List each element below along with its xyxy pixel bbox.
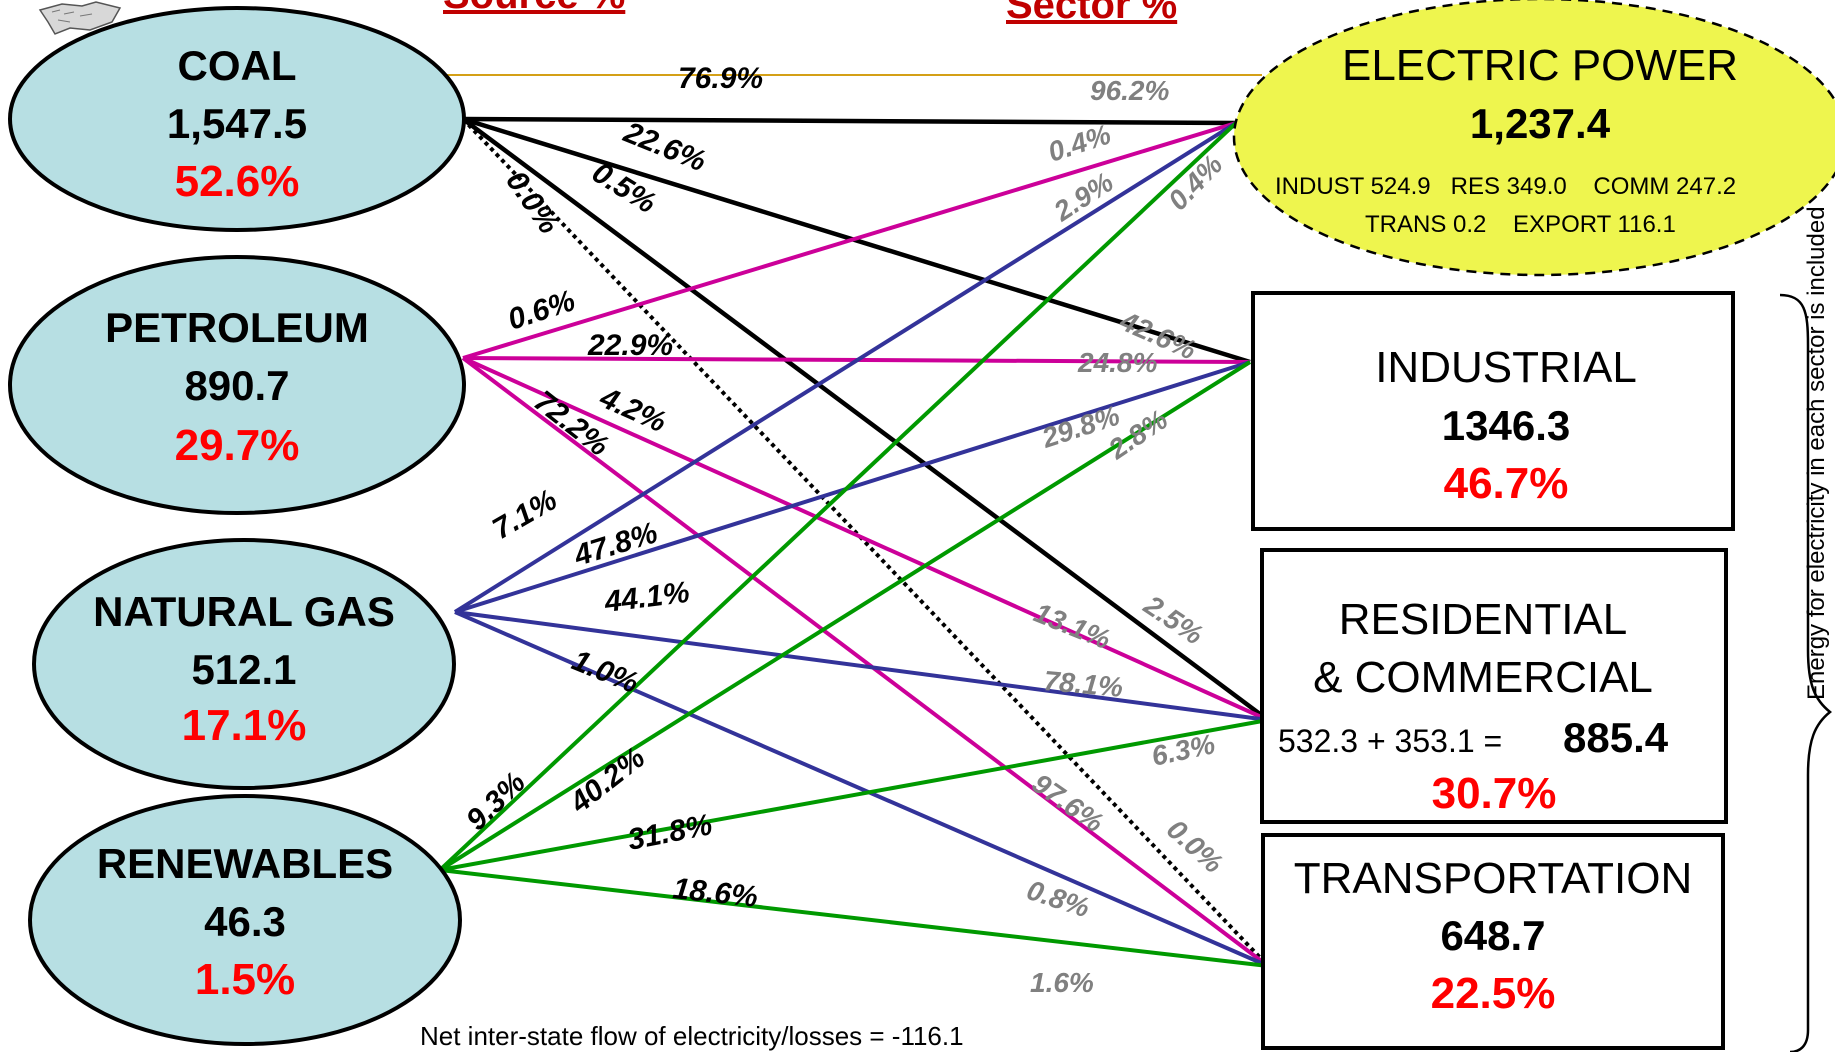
sector-percent: 30.7% <box>1432 769 1557 818</box>
flow-label-coal-transportation-dst: 0.0% <box>1161 813 1229 879</box>
coal-to-residential-line <box>461 117 1270 722</box>
sector-electric-power: ELECTRIC POWER 1,237.4 INDUST 524.9 RES … <box>1232 0 1835 277</box>
gas-to-industrial-line <box>454 360 1251 614</box>
petroleum-to-transportation-line <box>461 356 1270 968</box>
sector-name: TRANSPORTATION <box>1294 854 1692 903</box>
flow-label-coal-electric-src: 76.9% <box>678 62 763 95</box>
coal-to-industrial-line <box>462 116 1251 365</box>
renewables-to-residential-line <box>439 718 1269 872</box>
flow-label-coal-transportation-src: 0.0% <box>499 165 565 240</box>
sector-name-line-1: RESIDENTIAL <box>1339 595 1628 644</box>
flow-label-gas-residential-dst: 78.1% <box>1042 665 1124 703</box>
sector-name: INDUSTRIAL <box>1375 343 1637 392</box>
sector-percent-header: Sector % <box>1006 0 1177 27</box>
source-percent-header: Source % <box>443 0 625 17</box>
source-percent-labels: 76.9% 22.6% 0.5% 0.0% 0.6% 22.9% 4.2% 72… <box>460 62 763 914</box>
flow-label-petroleum-electric-src: 0.6% <box>504 284 579 337</box>
sector-industrial: INDUSTRIAL 1346.3 46.7% <box>1251 291 1735 531</box>
flow-label-renewables-residential-src: 31.8% <box>625 808 715 857</box>
source-coal: COAL 1,547.5 52.6% <box>8 6 466 232</box>
source-name: COAL <box>178 42 297 89</box>
flow-label-gas-transportation-dst: 0.8% <box>1023 874 1093 923</box>
flow-label-renewables-industrial-src: 40.2% <box>563 741 651 820</box>
flow-label-gas-transportation-src: 1.0% <box>567 644 643 700</box>
flow-label-petroleum-transportation-dst: 97.6% <box>1027 768 1110 839</box>
renewables-to-electric-line <box>438 121 1238 872</box>
coal-to-electric-line <box>462 116 1237 126</box>
sector-residential-commercial: RESIDENTIAL & COMMERCIAL 532.3 + 353.1 =… <box>1260 548 1728 824</box>
flow-label-gas-electric-src: 7.1% <box>487 483 563 546</box>
source-renewables: RENEWABLES 46.3 1.5% <box>28 794 462 1046</box>
renewables-to-transportation-line <box>439 868 1269 968</box>
sector-name-line-2: & COMMERCIAL <box>1313 653 1653 702</box>
source-value: 890.7 <box>184 362 289 409</box>
petroleum-to-electric-line <box>462 121 1237 360</box>
sector-value: 1346.3 <box>1442 402 1570 449</box>
flow-label-coal-residential-src: 0.5% <box>586 156 661 220</box>
electric-detail-line-1: INDUST 524.9 RES 349.0 COMM 247.2 <box>1275 173 1736 200</box>
source-value: 46.3 <box>204 898 286 945</box>
source-value: 1,547.5 <box>167 100 307 147</box>
source-value: 512.1 <box>191 646 296 693</box>
electric-detail-line-2: TRANS 0.2 EXPORT 116.1 <box>1365 211 1676 238</box>
flow-label-petroleum-industrial-src: 22.9% <box>587 329 673 362</box>
sector-value: 648.7 <box>1440 912 1545 959</box>
source-percent: 52.6% <box>175 157 300 206</box>
flow-label-gas-industrial-src: 47.8% <box>569 516 661 573</box>
flow-label-petroleum-industrial-dst: 24.8% <box>1077 347 1157 378</box>
source-name: PETROLEUM <box>105 304 369 351</box>
flow-label-petroleum-residential-dst: 13.1% <box>1030 597 1115 656</box>
flow-label-renewables-residential-dst: 6.3% <box>1149 728 1218 772</box>
source-name: RENEWABLES <box>97 840 393 887</box>
source-natural-gas: NATURAL GAS 512.1 17.1% <box>32 538 456 790</box>
sector-brace <box>1779 293 1832 1052</box>
source-name: NATURAL GAS <box>93 588 395 635</box>
source-percent: 29.7% <box>175 421 300 470</box>
side-note: Energy for electricity in each sector is… <box>1803 206 1830 700</box>
sector-name: ELECTRIC POWER <box>1342 41 1738 90</box>
source-percent: 17.1% <box>182 701 307 750</box>
renewables-to-industrial-line <box>438 360 1252 872</box>
petroleum-to-residential-line <box>462 356 1269 722</box>
flow-label-renewables-electric-src: 9.3% <box>460 766 532 837</box>
flow-label-petroleum-electric-dst: 0.4% <box>1044 118 1114 167</box>
coal-to-transportation-line <box>461 117 1270 968</box>
sector-percent: 22.5% <box>1431 969 1556 1018</box>
sector-value: 885.4 <box>1563 714 1669 761</box>
flow-label-coal-residential-dst: 2.5% <box>1138 589 1209 651</box>
residential-formula: 532.3 + 353.1 = <box>1278 723 1502 759</box>
sector-percent: 46.7% <box>1444 459 1569 508</box>
state-map-logo-icon <box>38 1 122 35</box>
sector-transportation: TRANSPORTATION 648.7 22.5% <box>1261 833 1725 1050</box>
source-percent: 1.5% <box>195 955 295 1004</box>
flow-lines <box>438 74 1270 968</box>
sector-value: 1,237.4 <box>1470 100 1611 147</box>
flow-label-renewables-transportation-src: 18.6% <box>671 872 759 914</box>
flow-label-gas-residential-src: 44.1% <box>602 576 691 619</box>
gas-to-electric-line <box>453 121 1238 614</box>
flow-label-renewables-transportation-dst: 1.6% <box>1030 967 1094 998</box>
source-petroleum: PETROLEUM 890.7 29.7% <box>8 255 466 515</box>
flow-label-coal-electric-dst: 96.2% <box>1090 75 1169 106</box>
footnote: Net inter-state flow of electricity/loss… <box>420 1021 964 1051</box>
gas-to-residential-line <box>454 610 1269 722</box>
gas-to-transportation-line <box>454 610 1269 968</box>
